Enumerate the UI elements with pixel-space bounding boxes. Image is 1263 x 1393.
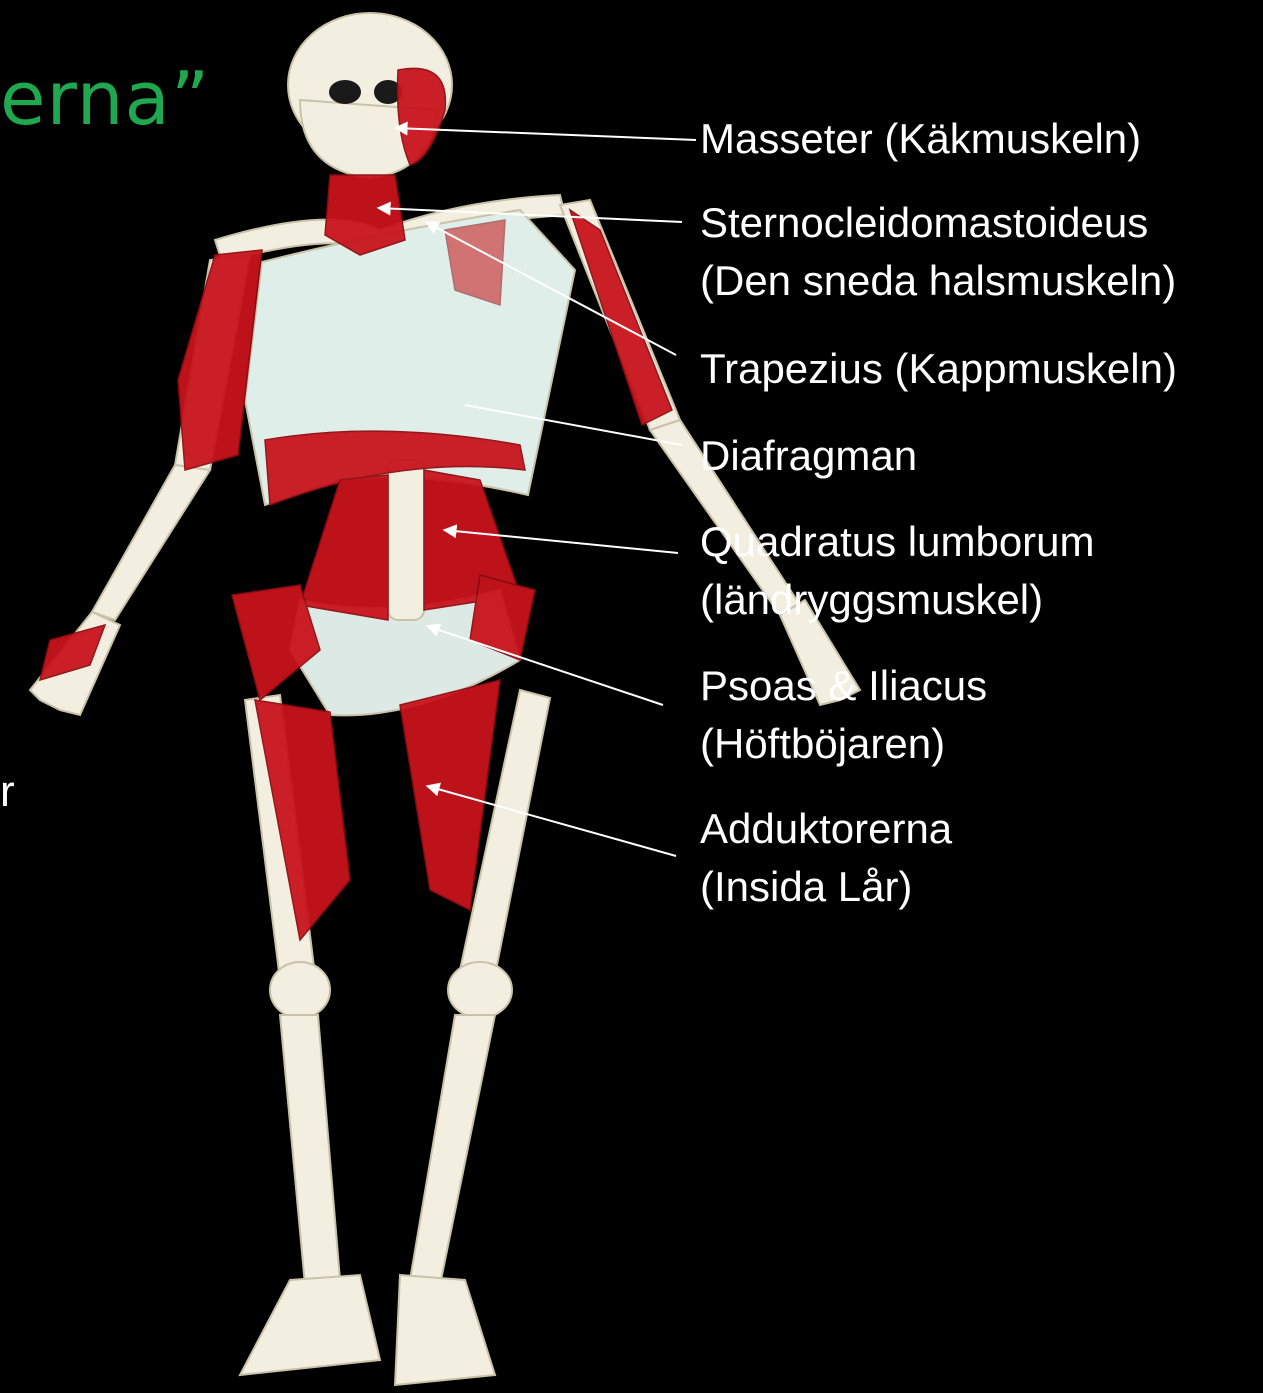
label-line: (Höftböjaren) <box>700 715 987 773</box>
left-foot <box>240 1275 380 1375</box>
masseter-muscle <box>398 68 446 165</box>
left-tibia <box>280 1015 340 1285</box>
label-line: Trapezius (Kappmuskeln) <box>700 340 1177 398</box>
left-deltoid-biceps <box>178 250 262 470</box>
label-line: Masseter (Käkmuskeln) <box>700 110 1141 168</box>
label-masseter: Masseter (Käkmuskeln) <box>700 110 1141 168</box>
arrow-masseter <box>395 128 696 140</box>
label-line: Diafragman <box>700 427 917 485</box>
label-line: (Insida Lår) <box>700 858 952 916</box>
right-tibia <box>410 1015 495 1285</box>
label-psoas-iliacus: Psoas & Iliacus (Höftböjaren) <box>700 657 987 773</box>
label-line: (ländryggsmuskel) <box>700 571 1095 629</box>
label-line: Adduktorerna <box>700 800 952 858</box>
label-line: Sternocleidomastoideus <box>700 194 1176 252</box>
label-sternocleidomastoideus: Sternocleidomastoideus (Den sneda halsmu… <box>700 194 1176 310</box>
label-line: Psoas & Iliacus <box>700 657 987 715</box>
label-trapezius: Trapezius (Kappmuskeln) <box>700 340 1177 398</box>
quadratus-lumborum-muscle <box>300 475 388 620</box>
label-line: Quadratus lumborum <box>700 513 1095 571</box>
muscles <box>40 68 672 940</box>
label-line: (Den sneda halsmuskeln) <box>700 252 1176 310</box>
label-diafragman: Diafragman <box>700 427 917 485</box>
left-forearm <box>92 465 210 620</box>
label-quadratus-lumborum: Quadratus lumborum (ländryggsmuskel) <box>700 513 1095 629</box>
spine <box>388 460 424 620</box>
right-deltoid-biceps <box>570 210 672 425</box>
label-adduktorerna: Adduktorerna (Insida Lår) <box>700 800 952 916</box>
right-foot <box>395 1275 495 1385</box>
